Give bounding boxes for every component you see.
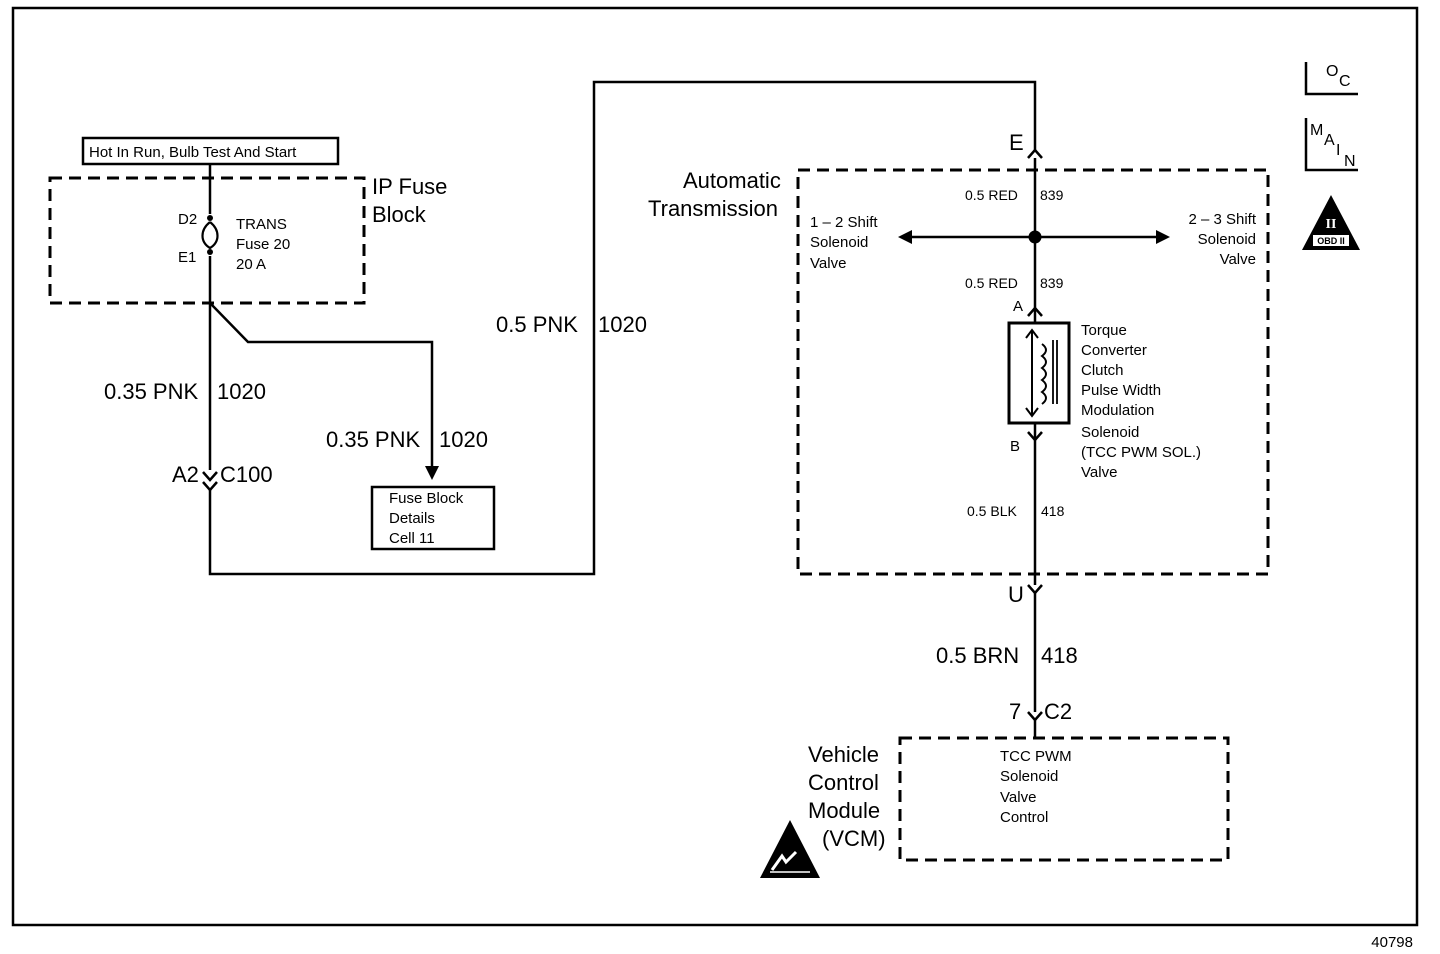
wire-2-gauge: 0.35 PNK xyxy=(326,427,420,452)
connector-c100: A2 C100 xyxy=(172,462,273,492)
trans-name-2: Transmission xyxy=(648,196,778,221)
c2-name: C2 xyxy=(1044,699,1072,724)
fuse-name: TRANS xyxy=(236,216,287,233)
oc-c: C xyxy=(1339,73,1351,90)
connector-u-label: U xyxy=(1008,582,1024,607)
power-label: Hot In Run, Bulb Test And Start xyxy=(89,144,297,161)
tcc-7: (TCC PWM SOL.) xyxy=(1081,444,1201,461)
main-i: I xyxy=(1336,142,1340,159)
tcc-2: Converter xyxy=(1081,342,1147,359)
tcc-pwm-solenoid xyxy=(1007,321,1071,425)
coil-icon xyxy=(1040,343,1047,405)
terminal-d2: D2 xyxy=(178,211,197,228)
arrow-to-12-shift xyxy=(898,230,912,244)
wire-4-circuit: 839 xyxy=(1040,187,1064,203)
fuse-details-2: Details xyxy=(389,510,435,527)
oc-o: O xyxy=(1326,63,1338,80)
main-a: A xyxy=(1324,132,1335,149)
wire-3-gauge: 0.5 PNK xyxy=(496,312,578,337)
ip-fuse-name-1: IP Fuse xyxy=(372,174,447,199)
vcm-name-1: Vehicle xyxy=(808,742,879,767)
wire-5-circuit: 839 xyxy=(1040,275,1064,291)
vcm-func-2: Solenoid xyxy=(1000,768,1058,785)
obd-text: OBD II xyxy=(1317,236,1345,246)
wire-7-gauge: 0.5 BRN xyxy=(936,643,1019,668)
wire-5-gauge: 0.5 RED xyxy=(965,275,1018,291)
obd-numeral: II xyxy=(1326,217,1337,232)
tcc-8: Valve xyxy=(1081,464,1117,481)
shift12-1: 1 – 2 Shift xyxy=(810,214,878,231)
main-n: N xyxy=(1344,153,1356,170)
main-icon: M A I N xyxy=(1304,118,1358,172)
shift23-2: Solenoid xyxy=(1198,231,1256,248)
shift12-2: Solenoid xyxy=(810,234,868,251)
automatic-transmission: Automatic Transmission 0.5 RED 839 0.5 R… xyxy=(648,158,1270,585)
page-frame xyxy=(11,6,1419,927)
connector-e: E xyxy=(1009,130,1043,159)
wire-4-gauge: 0.5 RED xyxy=(965,187,1018,203)
oc-icon: O C xyxy=(1304,62,1358,96)
tcc-4: Pulse Width xyxy=(1081,382,1161,399)
esd-warning-icon xyxy=(760,820,820,878)
connector-u: U xyxy=(1008,582,1043,607)
vcm-func-3: Valve xyxy=(1000,789,1036,806)
c100-pin: A2 xyxy=(172,462,199,487)
wire-2-circuit: 1020 xyxy=(439,427,488,452)
tcc-3: Clutch xyxy=(1081,362,1124,379)
obd-ii-icon: II OBD II xyxy=(1302,195,1360,250)
wire-1-gauge: 0.35 PNK xyxy=(104,379,198,404)
connector-e-label: E xyxy=(1009,130,1024,155)
wire-3-circuit: 1020 xyxy=(598,312,647,337)
tcc-1: Torque xyxy=(1081,322,1127,339)
vcm-name-4: (VCM) xyxy=(822,826,886,851)
c2-pin: 7 xyxy=(1009,699,1021,724)
trans-name-1: Automatic xyxy=(683,168,781,193)
vcm-func-4: Control xyxy=(1000,809,1048,826)
vehicle-control-module: Vehicle Control Module (VCM) TCC PWM Sol… xyxy=(808,736,1230,862)
arrow-to-23-shift xyxy=(1156,230,1170,244)
shift23-1: 2 – 3 Shift xyxy=(1188,211,1256,228)
solenoid-pin-b: B xyxy=(1010,438,1020,455)
wire-pnk-1020-main xyxy=(208,80,1037,576)
ip-fuse-block: IP Fuse Block D2 E1 TRANS Fuse 20 20 A xyxy=(48,164,447,305)
shift12-3: Valve xyxy=(810,255,846,272)
ip-fuse-name-2: Block xyxy=(372,202,427,227)
fuse-details-box: Fuse Block Details Cell 11 xyxy=(370,485,496,551)
wire-pnk-1020-branch xyxy=(209,302,434,470)
fuse-symbol xyxy=(201,221,219,250)
figure-number: 40798 xyxy=(1371,934,1413,951)
fuse-rating: 20 A xyxy=(236,256,266,273)
c100-name: C100 xyxy=(220,462,273,487)
terminal-e1: E1 xyxy=(178,249,196,266)
fuse-details-3: Cell 11 xyxy=(389,530,435,547)
connector-c2: 7 C2 xyxy=(1009,699,1072,724)
vcm-name-2: Control xyxy=(808,770,879,795)
fuse-number: Fuse 20 xyxy=(236,236,290,253)
tcc-6: Solenoid xyxy=(1081,424,1139,441)
vcm-func-1: TCC PWM xyxy=(1000,748,1072,765)
shift23-3: Valve xyxy=(1220,251,1256,268)
vcm-name-3: Module xyxy=(808,798,880,823)
wire-7-circuit: 418 xyxy=(1041,643,1078,668)
wire-1-circuit: 1020 xyxy=(217,379,266,404)
fuse-details-1: Fuse Block xyxy=(389,490,464,507)
arrow-to-fuse-details xyxy=(425,466,439,480)
tcc-5: Modulation xyxy=(1081,402,1154,419)
main-m: M xyxy=(1310,122,1323,139)
solenoid-pin-a: A xyxy=(1013,298,1023,315)
power-source: Hot In Run, Bulb Test And Start xyxy=(81,136,340,166)
wire-6-gauge: 0.5 BLK xyxy=(967,503,1017,519)
wire-6-circuit: 418 xyxy=(1041,503,1065,519)
